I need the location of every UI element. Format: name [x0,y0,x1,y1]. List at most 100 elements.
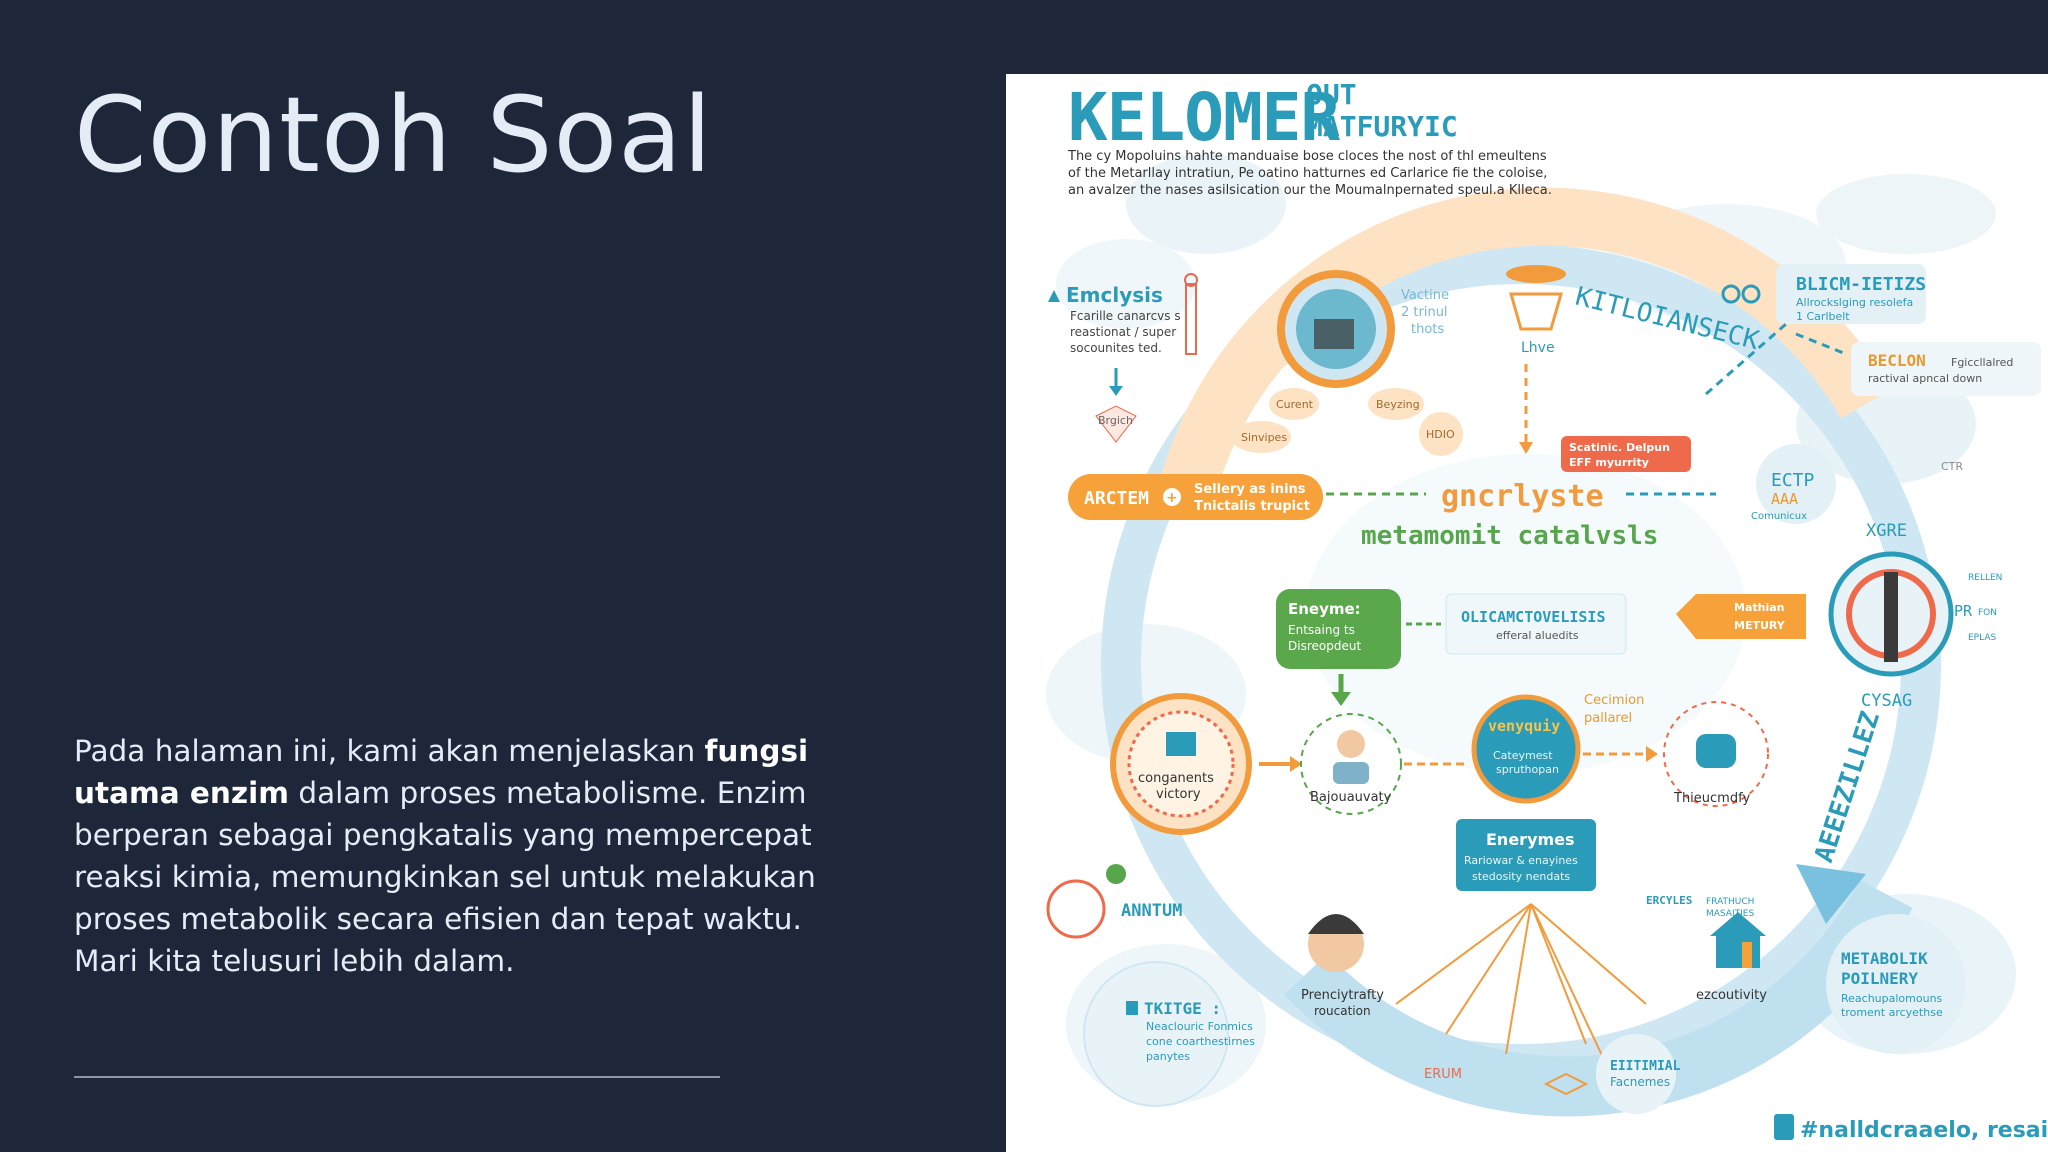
infographic-image: KELOMER OUT MATFURYIC The cy Mopoluins h… [1006,74,2048,1152]
ectp-blob [1756,444,1836,524]
badge [1368,388,1424,420]
chart-icon [1126,1001,1138,1015]
infographic-svg: KELOMER OUT MATFURYIC The cy Mopoluins h… [1006,74,2048,1152]
arrow-head [1290,756,1302,772]
ectp-label: ECTP [1771,470,1815,491]
blicm-line: 1 Carlbelt [1796,310,1850,323]
intro-line: The cy Mopoluins hahte manduaise bose cl… [1067,149,1547,164]
curent-label: Curent [1276,398,1314,411]
building-icon [1710,912,1766,936]
enerymes-box [1456,819,1596,891]
person-icon [1333,762,1369,784]
test-tube-icon [1185,283,1197,355]
ercyles-label: ERCYLES [1646,894,1692,907]
base-icon [1543,1072,1589,1096]
olicam-sub: efferal aluedits [1496,629,1579,642]
fan-lines [1395,903,1647,1065]
olicam-title: OLICAMCTOVELISIS [1461,608,1606,626]
intro-line: an avalzer the nases asilsication our th… [1068,183,1552,198]
page-title: Contoh Soal [74,74,713,196]
metabolik-line: troment arcyethse [1841,1006,1943,1019]
center-sub-label: metamomit catalvsls [1361,521,1658,551]
person-icon [1337,730,1365,758]
person-hair [1308,914,1364,934]
svg-text:+: + [1166,490,1178,506]
sellery-line: Sellery as inins [1194,482,1306,497]
congenents-line: conganents [1138,771,1214,786]
tkitge-blob [1083,961,1229,1107]
enerymes-title: Enerymes [1486,830,1575,849]
beclon-tail: Fgiccllalred [1951,356,2013,369]
glasses-icon [1741,284,1761,304]
center-main-label: gncrlyste [1441,479,1604,514]
tkitge-title: TKITGE : [1144,999,1221,1018]
emclysis-line: reastionat / super [1070,325,1176,339]
arrow-head [1646,746,1658,762]
beyzing-label: Beyzing [1376,398,1420,411]
prenciytrafty-line: roucation [1314,1004,1371,1018]
plus-icon [1163,488,1181,506]
blob [1056,239,1196,329]
arc-arrowhead [1796,864,1866,924]
paragraph-bold: fungsi utama enzim [74,734,809,810]
badge [1419,412,1463,456]
eplas-label: EPLAS [1968,633,1996,643]
arrow-head [1331,692,1351,706]
heading-main: KELOMER [1068,79,1340,156]
emclysis-title: Emclysis [1066,283,1163,307]
arrow-head [1109,386,1123,396]
pr-label: PR [1954,602,1973,620]
paragraph-start: Pada halaman ini, kami akan menjelaskan [74,734,705,768]
building-icon [1716,934,1760,968]
gear-icon [1509,292,1563,331]
cateymest-line: spruthopan [1496,763,1559,776]
blob [1126,154,1286,254]
thieucmdfy-label: Thieucmdfy [1673,791,1750,806]
cecimion-line: pallarel [1584,711,1632,726]
venyquiy-circle [1471,694,1581,804]
ezoouticity-label: ezcoutivity [1696,988,1767,1003]
footer-brand: #nalldcraaelo, resaity [1800,1118,2048,1143]
venyquiy-label: venyquiy [1488,717,1560,735]
tkitge-line: Neaclouric Fonmics [1146,1020,1253,1033]
olicam-box [1445,593,1627,655]
triangle-icon [1048,290,1060,302]
slide-paragraph: Pada halaman ini, kami akan menjelaskan … [74,730,854,982]
scientist-icon [1314,319,1354,349]
arctem-pill [1068,474,1323,520]
ctr-label: CTR [1941,460,1963,473]
eneyme-box [1276,589,1401,669]
vactine-label: thots [1411,322,1444,337]
mathian-arrow [1676,594,1806,639]
eneyme-line: Disreopdeut [1288,639,1361,653]
blicm-card [1776,264,1926,324]
heading-sup-top: OUT [1306,78,1357,111]
metabolik-line: Reachupalomouns [1841,992,1943,1005]
blicm-line: Allrockslging resolefa [1796,296,1913,309]
hdio-label: HDIO [1426,428,1455,441]
cycle-icon [1106,864,1126,884]
tkitge-line: cone coarthestirnes [1146,1035,1255,1048]
cysag-label: CYSAG [1861,691,1912,711]
breath-label: Brgich [1098,414,1133,427]
sellery-line: Tnictalis trupict [1194,499,1310,514]
dashed-arrow [1795,332,1847,356]
beclon-line: ractival apncal down [1868,372,1982,385]
vactine-label: 2 trinul [1401,305,1448,320]
eiitimial-line: Facnemes [1610,1075,1670,1089]
eiitimial-blob [1596,1034,1676,1114]
antum-label: ANNTUM [1121,901,1182,921]
arctem-label: ARCTEM [1084,488,1149,509]
compass-needle [1884,572,1898,662]
cycle-icon [1046,879,1106,939]
robot-icon [1696,734,1736,768]
mathian-line: Mathian [1734,601,1784,614]
divider-line [74,1076,720,1078]
masaities-label: MASAITIES [1706,909,1754,919]
vactine-label: Vactine [1401,288,1449,303]
prenciytrafty-line: Prenciytrafty [1301,988,1384,1003]
emclysis-line: Fcarille canarcvs s [1070,309,1181,323]
mathian-line: METURY [1734,619,1786,632]
dashed-arrow [1705,322,1787,396]
